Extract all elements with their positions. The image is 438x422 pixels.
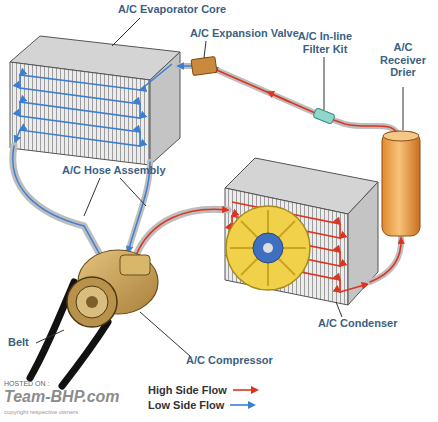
flow-arrow: [268, 92, 290, 102]
leader-lines: [36, 18, 403, 356]
low-side-flow-path: [15, 64, 172, 146]
belt-strand: [62, 322, 108, 386]
leader-line: [36, 330, 64, 343]
arrow-head: [251, 386, 259, 394]
receiver-drier: [382, 131, 420, 236]
hose: [370, 238, 401, 282]
part-label: A/C Evaporator Core: [118, 3, 226, 16]
leader-line: [403, 87, 404, 130]
legend-entry: Low Side Flow: [148, 399, 257, 411]
part-label: A/C In-line Filter Kit: [288, 30, 362, 55]
condenser-fan: [226, 206, 310, 290]
leader-line: [140, 312, 190, 356]
flow-arrow-sample: [232, 385, 260, 395]
leader-line: [84, 178, 100, 216]
low-side-flow-line: [13, 146, 104, 262]
low-side-flow-line: [178, 65, 193, 67]
fan-blade: [241, 221, 295, 275]
part-label: A/C Receiver Drier: [374, 41, 432, 79]
legend-text: High Side Flow: [148, 384, 227, 396]
compressor-port: [120, 255, 150, 275]
arrow-shaft: [230, 404, 250, 406]
drier-body: [382, 132, 420, 236]
compressor-pulley: [67, 277, 117, 327]
condenser: [225, 158, 378, 305]
part-label: Belt: [8, 336, 29, 349]
part-label: A/C Condenser: [318, 317, 397, 330]
evaporator-core: [10, 36, 180, 165]
pulley-hub: [86, 296, 98, 308]
hose: [212, 68, 398, 134]
inline-filter: [313, 108, 335, 125]
legend-text: Low Side Flow: [148, 399, 224, 411]
part-label: A/C Hose Assembly: [62, 164, 166, 177]
part-label: A/C Compressor: [186, 354, 273, 367]
leader-line: [112, 18, 140, 46]
high-side-flow-line: [212, 68, 398, 134]
legend-entry: High Side Flow: [148, 384, 260, 396]
hose: [13, 146, 104, 262]
leader-line: [336, 302, 342, 317]
watermark-copyright: copyright respective owners: [4, 409, 78, 416]
flow-arrow-sample: [229, 400, 257, 410]
expansion-valve: [191, 56, 217, 75]
fan-blades: [230, 210, 306, 286]
watermark-label: HOSTED ON :: [4, 380, 50, 388]
drier-cap: [383, 131, 419, 141]
watermark-logo: Team-BHP.com: [4, 388, 120, 406]
arrow-head: [248, 401, 256, 409]
fan-hub: [253, 233, 283, 263]
fan-blade: [241, 221, 295, 275]
leader-line: [120, 178, 146, 206]
hose: [135, 209, 228, 258]
condenser-side: [348, 182, 378, 305]
leader-line: [324, 57, 325, 110]
leader-line: [204, 41, 206, 58]
hose: [178, 63, 193, 69]
high-side-flow-line: [370, 238, 401, 282]
refrigerant-lines: [13, 66, 401, 282]
condenser-front: [225, 188, 348, 305]
fan-hub-center: [263, 243, 273, 253]
pulley-ring: [76, 286, 108, 318]
evaporator-front: [10, 62, 150, 165]
high-side-flow-line: [135, 209, 228, 258]
part-label: A/C Expansion Valve: [190, 27, 299, 40]
arrow-shaft: [233, 389, 253, 391]
